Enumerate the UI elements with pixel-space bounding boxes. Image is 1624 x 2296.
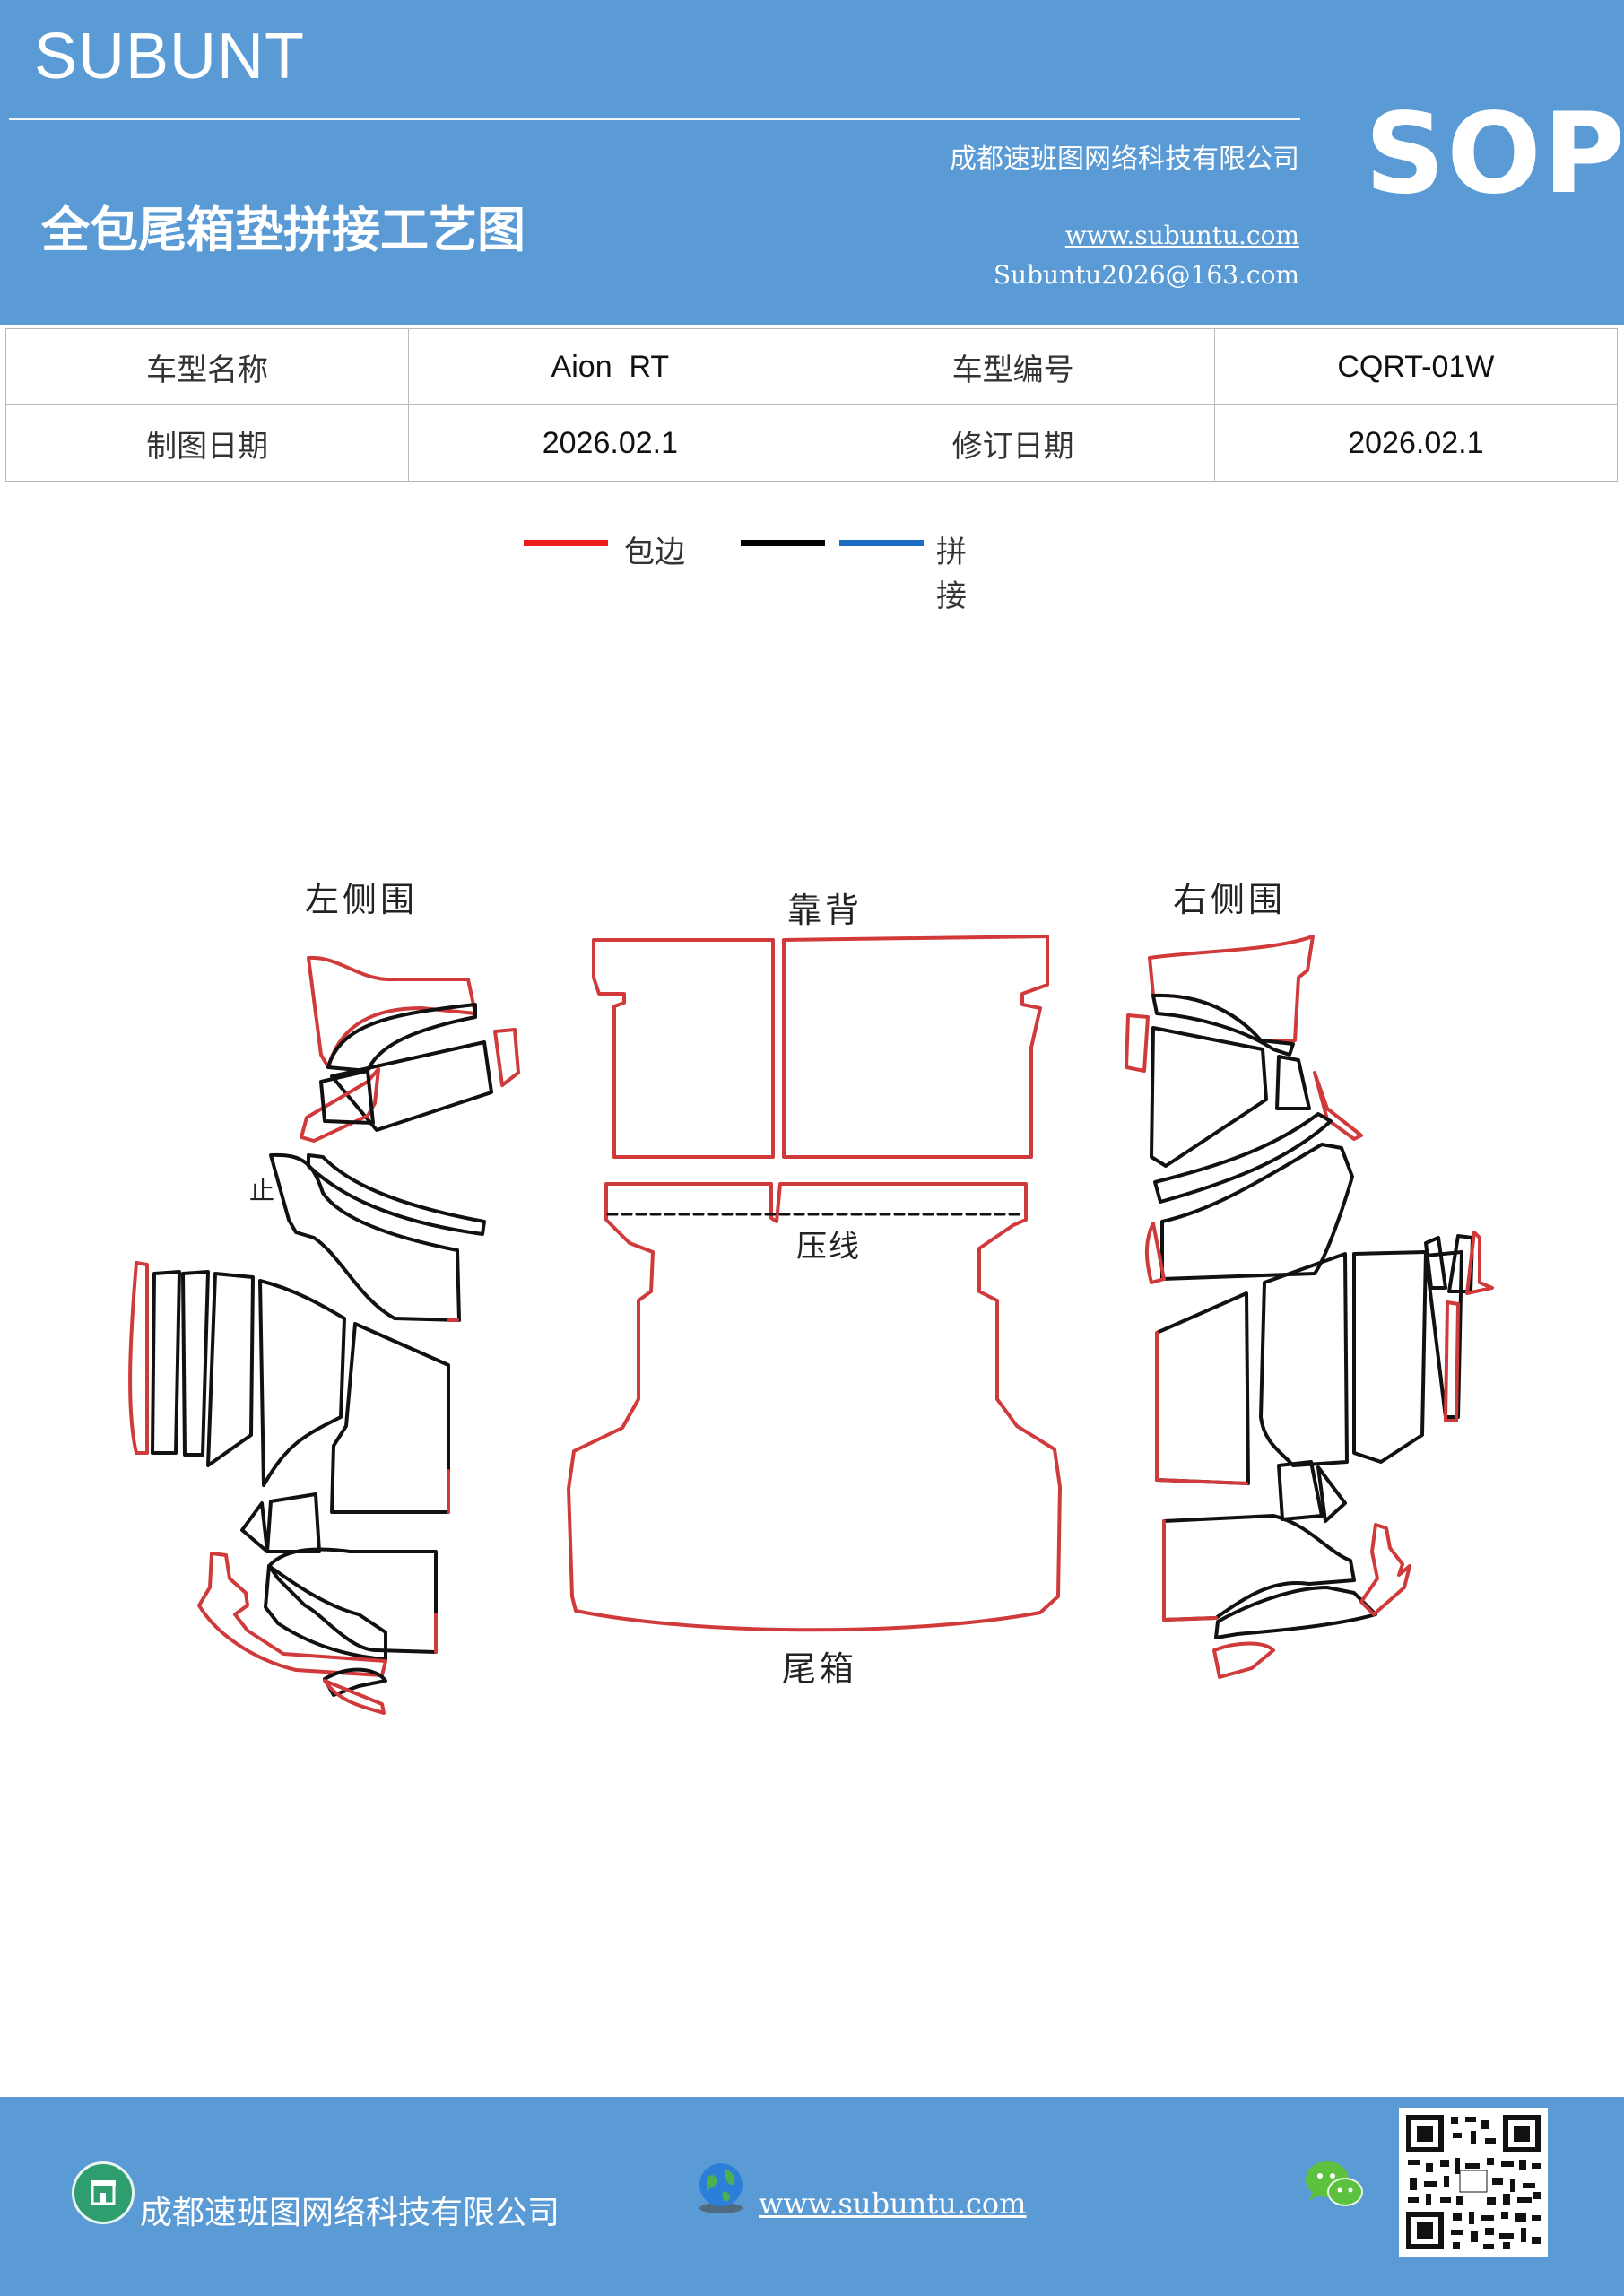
backrest-pieces [567,935,1062,1632]
press-line-label: 压线 [796,1229,861,1265]
right-side-label: 右侧围 [1173,880,1287,919]
building-icon [72,2161,135,2224]
revision-date-value: 2026.02.1 [1213,404,1619,482]
left-side-pieces [128,955,520,1715]
document-title: 全包尾箱垫拼接工艺图 [41,201,525,258]
footer-banner: 成都速班图网络科技有限公司 www.subuntu.com [0,2097,1624,2296]
model-code-label: 车型编号 [811,328,1215,405]
brand-name: SUBUNT [34,21,306,92]
qr-code [1399,2108,1548,2257]
table-row: 制图日期 2026.02.1 修订日期 2026.02.1 [4,404,1619,482]
joint-legend-label: 拼接 [936,535,967,614]
company-name: 成都速班图网络科技有限公司 [950,144,1299,175]
backrest-label: 靠背 [787,891,864,930]
vehicle-info-table: 车型名称 Aion RT 车型编号 CQRT-01W 制图日期 2026.02.… [4,328,1619,482]
draw-date-value: 2026.02.1 [408,404,812,482]
model-name-label: 车型名称 [4,328,410,405]
edge-swatch [524,540,608,546]
left-side-label: 左侧围 [305,880,419,919]
footer-company-name: 成都速班图网络科技有限公司 [140,2195,560,2231]
model-code-value: CQRT-01W [1213,328,1619,405]
table-row: 车型名称 Aion RT 车型编号 CQRT-01W [4,328,1619,405]
trunk-label: 尾箱 [782,1649,858,1689]
mat-diagram [128,935,1494,1715]
joint-blue-swatch [839,540,924,546]
model-name-value: Aion RT [408,328,812,405]
revision-date-label: 修订日期 [811,404,1215,482]
edge-legend-label: 包边 [624,535,685,570]
header-divider [9,118,1300,120]
right-side-pieces [1125,935,1494,1679]
sop-badge: SOP [1365,90,1624,219]
header-banner: SUBUNT 成都速班图网络科技有限公司 全包尾箱垫拼接工艺图 www.subu… [0,0,1624,325]
legend: 包边 拼接 [524,527,967,614]
footer-website-link[interactable]: www.subuntu.com [759,2187,1027,2221]
stray-mark: 止 [249,1176,275,1205]
joint-black-swatch [741,540,825,546]
email-address: Subuntu2026@163.com [993,260,1299,290]
website-link[interactable]: www.subuntu.com [1064,221,1299,250]
wechat-icon [1302,2158,1368,2212]
globe-icon [692,2160,750,2217]
draw-date-label: 制图日期 [4,404,410,482]
